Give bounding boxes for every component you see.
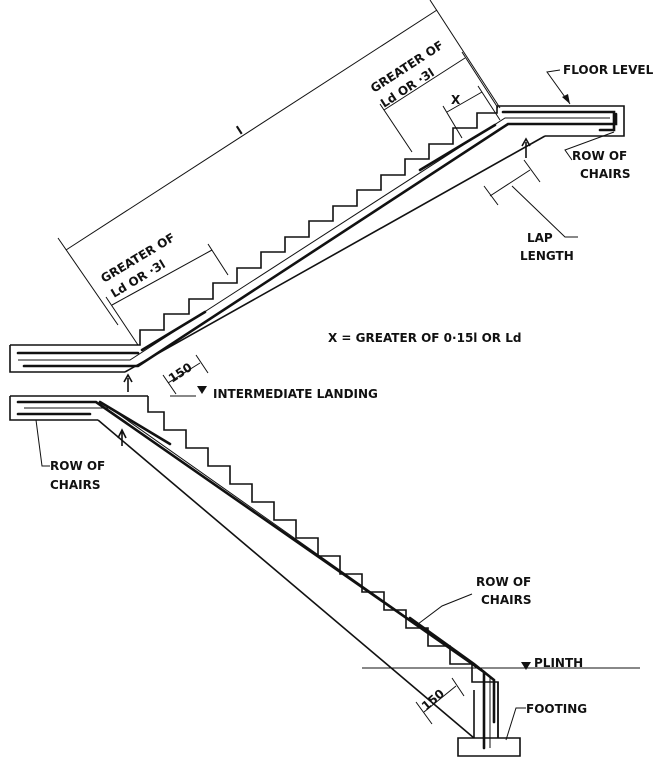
upper-steps	[128, 106, 498, 346]
lower-flight: PLINTH 150 FOOTING ROW OF CHAIRS	[9, 395, 640, 757]
floor-level-label: FLOOR LEVEL	[563, 63, 654, 77]
dim-l-label: l	[234, 124, 245, 138]
intermediate-landing-label: INTERMEDIATE LANDING	[213, 387, 378, 401]
intermediate-landing-slab-lower	[9, 395, 148, 421]
lower-main-bar	[16, 400, 486, 750]
intermediate-landing-marker	[197, 386, 207, 394]
upper-main-bar	[22, 112, 618, 368]
chair-marker-lower-left	[117, 428, 127, 446]
lower-top-bar-plinth	[408, 616, 496, 724]
plinth-label: PLINTH	[534, 656, 583, 670]
x-definition-note: X = GREATER OF 0·15l OR Ld	[328, 331, 521, 345]
dim-greater-mid-line	[105, 243, 229, 346]
dim-greater-top-line	[379, 51, 499, 153]
upper-waist-soffit	[124, 135, 546, 373]
row-of-chairs-top-1: ROW OF	[572, 149, 627, 163]
row-of-chairs-bottom-leader	[417, 593, 473, 625]
row-of-chairs-top-2: CHAIRS	[580, 167, 630, 181]
dim-x-label: X	[451, 93, 461, 107]
landing-annotations: INTERMEDIATE LANDING ROW OF CHAIRS	[35, 386, 378, 492]
chair-marker-upper-left	[123, 373, 133, 392]
lap-length-dim	[483, 159, 541, 206]
lower-steps	[147, 396, 499, 738]
dim-150-upper-line	[162, 354, 209, 395]
intermediate-landing-slab-upper	[9, 344, 128, 373]
row-of-chairs-left-1: ROW OF	[50, 459, 105, 473]
footing	[457, 737, 521, 757]
lower-top-bar-landing	[98, 400, 172, 446]
upper-top-bar-floor-2	[501, 110, 616, 132]
upper-top-bar-floor	[418, 123, 497, 172]
dim-150-lower-line	[415, 677, 465, 725]
footing-leader	[505, 707, 526, 741]
row-of-chairs-left-2: CHAIRS	[50, 478, 100, 492]
chair-marker-upper-right	[521, 137, 531, 158]
lower-waist-soffit	[97, 419, 475, 739]
footing-pedestal	[473, 682, 499, 738]
dim-l-line	[65, 9, 438, 251]
dim-150-lower-label: 150	[419, 686, 447, 713]
dim-150-upper-label: 150	[166, 360, 195, 385]
dim-x-line	[442, 85, 501, 139]
lap-length-line-2: LENGTH	[520, 249, 574, 263]
row-of-chairs-top-leader	[564, 131, 615, 161]
upper-flight	[9, 105, 625, 392]
dim-l-ext	[57, 0, 501, 326]
plinth-marker	[521, 662, 531, 670]
row-of-chairs-bottom-2: CHAIRS	[481, 593, 531, 607]
upper-top-bar-step	[140, 310, 207, 352]
upper-main-bar-2	[18, 117, 610, 361]
lap-length-leader	[511, 185, 578, 238]
floor-level-arrow	[562, 94, 570, 104]
floor-landing-slab	[497, 105, 625, 137]
footing-label: FOOTING	[526, 702, 587, 716]
lower-main-bar-2	[24, 407, 491, 748]
lap-length-line-1: LAP	[527, 231, 553, 245]
row-of-chairs-bottom-1: ROW OF	[476, 575, 531, 589]
row-of-chairs-left-leader	[35, 419, 50, 467]
floor-level-leader	[546, 69, 571, 105]
